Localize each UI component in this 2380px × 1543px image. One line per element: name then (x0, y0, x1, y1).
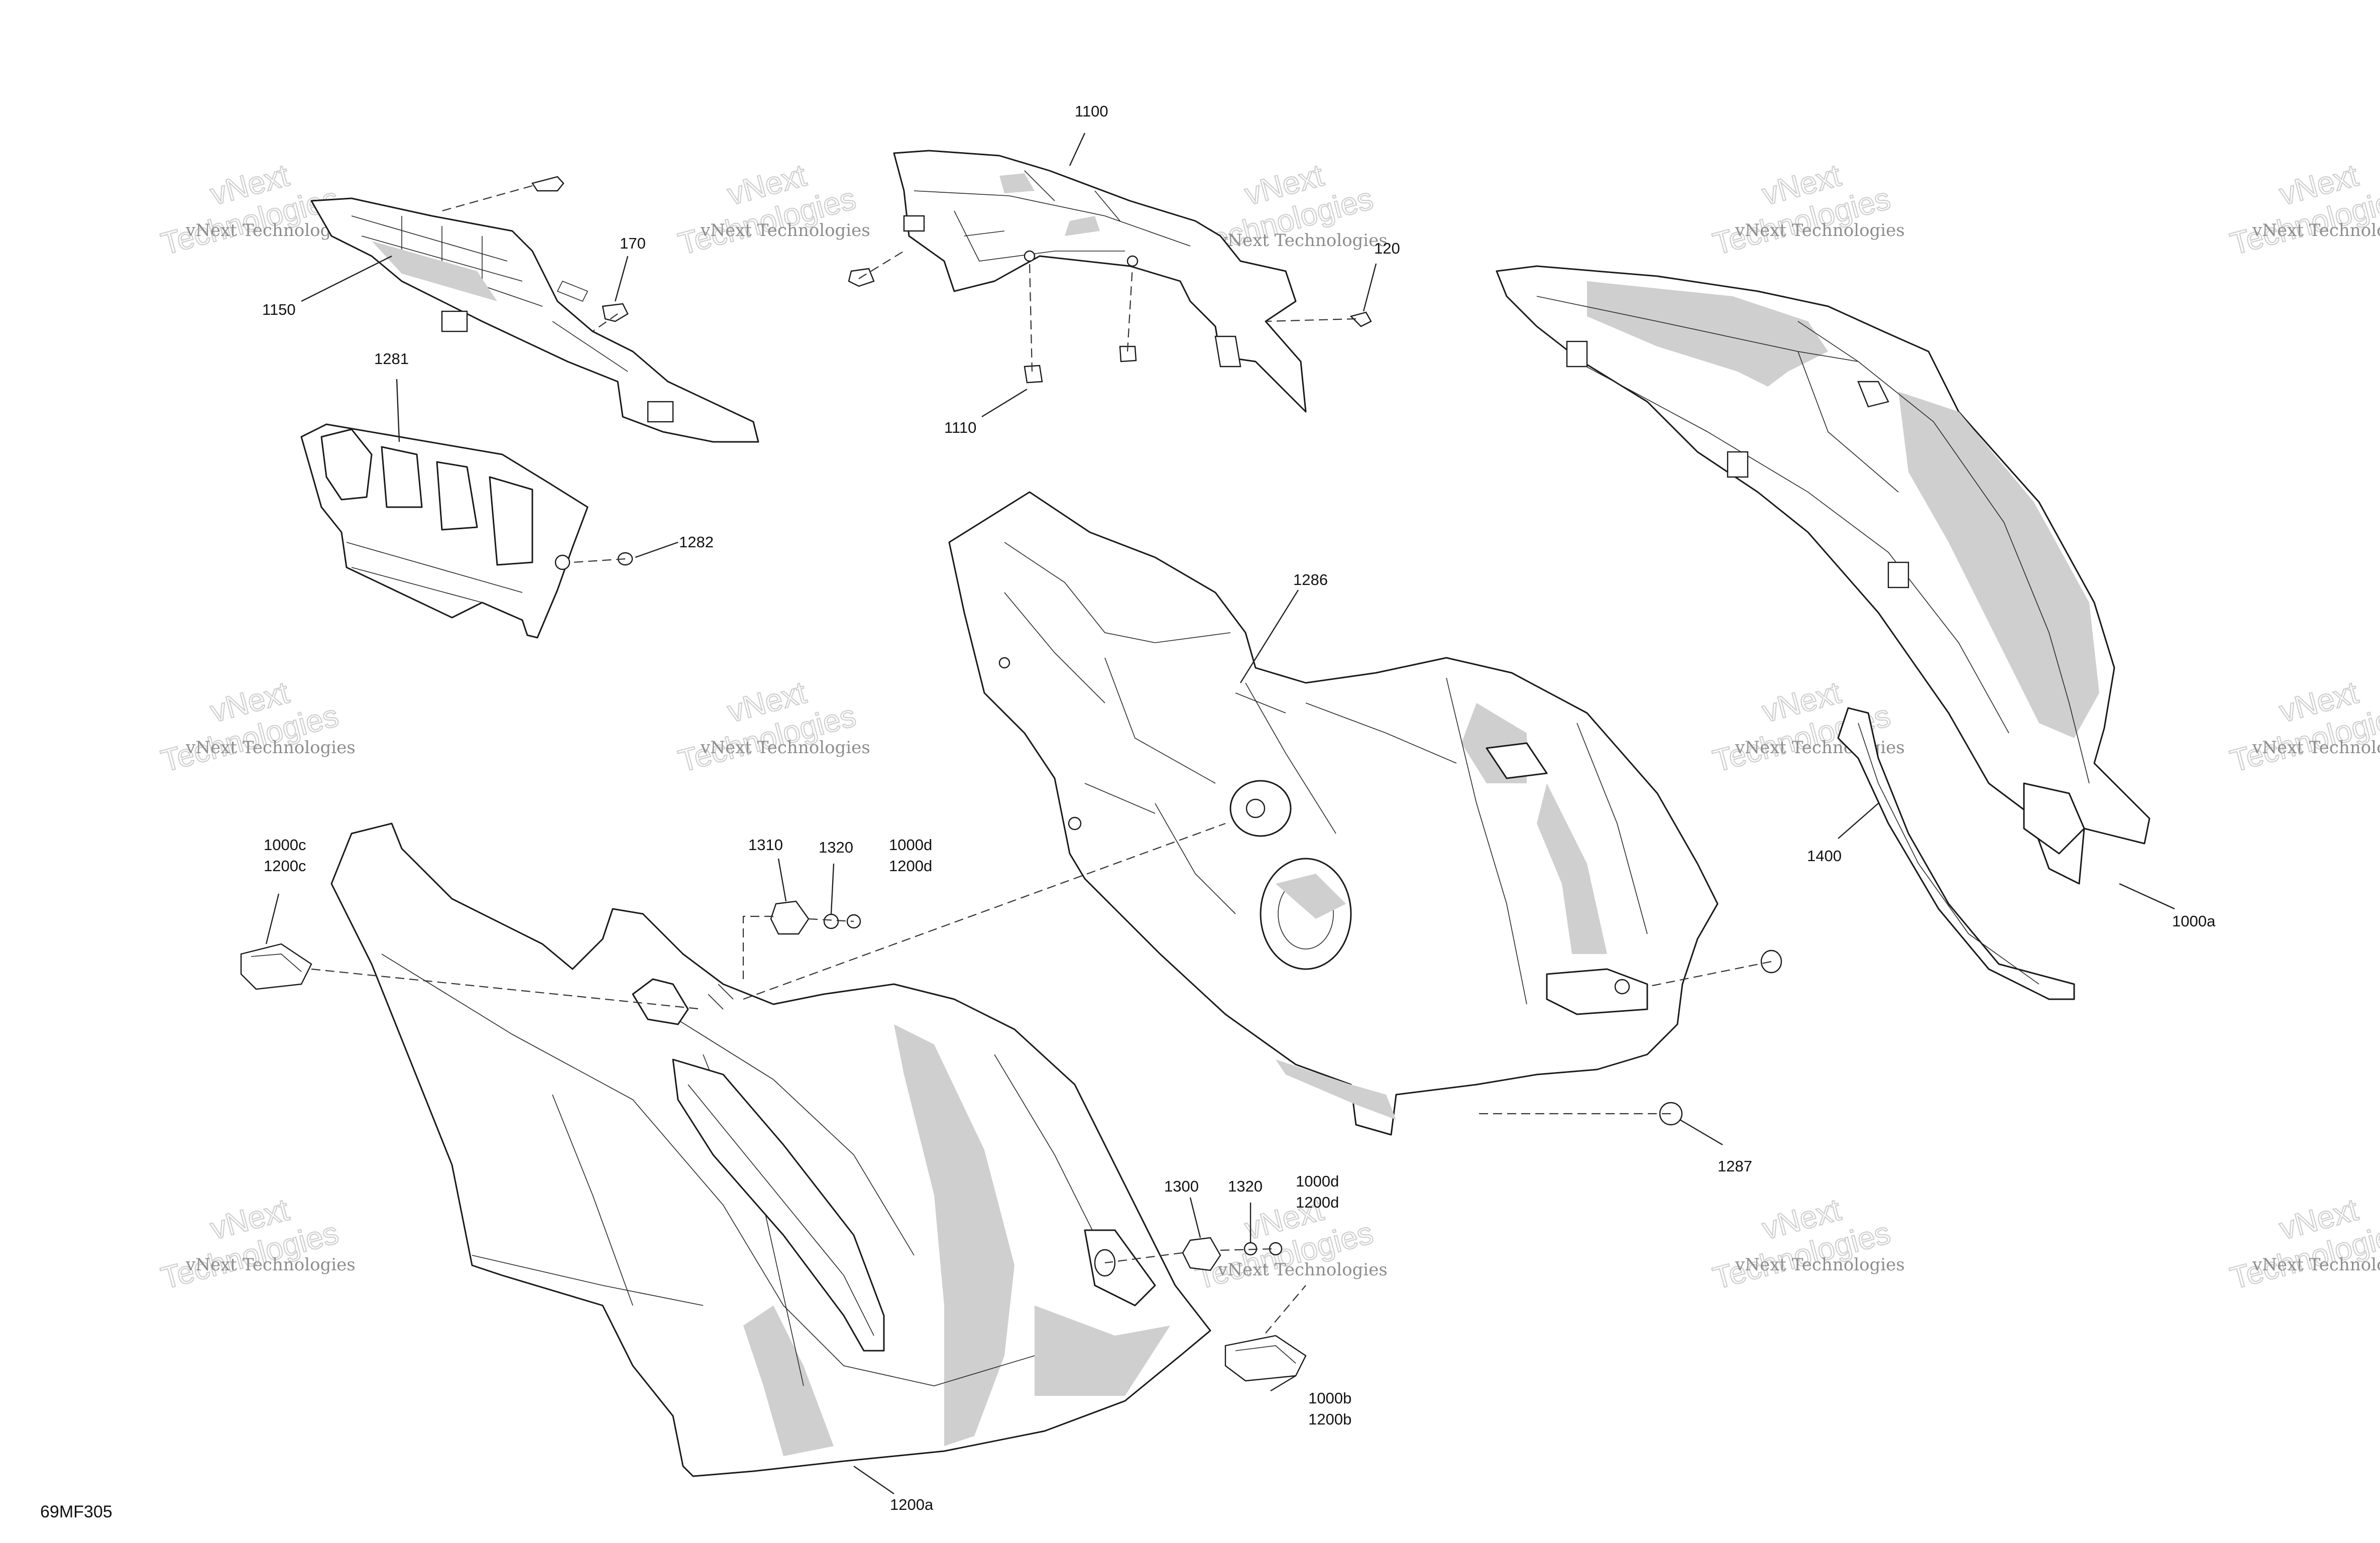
diagram-code: 69MF305 (40, 1502, 112, 1521)
watermark-text: vNext Technologies (185, 738, 356, 758)
screw-top (531, 176, 564, 192)
callout-1000d-bottom: 1000d (1296, 1172, 1339, 1190)
washer-1320a (823, 913, 839, 929)
watermark-text: vNext Technologies (1735, 1255, 1905, 1275)
watermark-text: vNext Technologies (1217, 230, 1388, 251)
watermark-tile: vNext Technologies (2226, 1192, 2380, 1297)
watermark-text: vNext Technologies (1735, 738, 1905, 758)
callout-1400: 1400 (1807, 847, 1842, 865)
callout-1000d-top: 1000d (889, 836, 932, 854)
socket-1310 (770, 900, 810, 935)
part-1400-trim-strip (1837, 707, 2075, 1000)
callout-1200c: 1200c (264, 857, 306, 875)
watermark-tile: vNext Technologies (1709, 158, 1895, 263)
callout-120: 120 (1374, 240, 1400, 257)
callout-170: 170 (620, 234, 646, 252)
callout-labels: 1100 170 120 1150 1110 1281 1282 1286 14… (40, 102, 2216, 1521)
watermark-tile: vNext Technologies (2226, 158, 2380, 263)
callout-1320-top: 1320 (819, 839, 853, 856)
washer-1320b (1243, 1242, 1258, 1256)
part-1286-center-panel (948, 491, 1719, 1136)
part-1200a-side-panel (330, 822, 1211, 1477)
callout-1320-bottom: 1320 (1228, 1177, 1263, 1195)
part-1281-vented-cover (300, 423, 589, 639)
callout-1282: 1282 (679, 533, 714, 551)
callout-1310: 1310 (748, 836, 783, 854)
watermark-tile: vNext Technologies (674, 158, 860, 263)
part-1000a-right-cover (1496, 265, 2150, 885)
part-1100-cover (893, 150, 1307, 413)
callout-1000a: 1000a (2172, 912, 2216, 930)
callout-1281: 1281 (374, 350, 409, 368)
screw-120 (1349, 311, 1372, 327)
watermark-text: vNext Technologies (700, 220, 870, 241)
watermark-text: vNext Technologies (1217, 1260, 1388, 1280)
callout-1000b: 1000b (1308, 1389, 1351, 1407)
callout-1150: 1150 (262, 301, 296, 318)
watermark-tile: vNext Technologies (2226, 675, 2380, 780)
lamp-1000b (1224, 1335, 1307, 1382)
watermark-text: vNext Technologies (2252, 738, 2380, 758)
watermark-tile: vNext Technologies (674, 675, 860, 780)
assembly-lines (311, 185, 1772, 1334)
screw-170 (602, 303, 629, 322)
screw-1110 (1024, 365, 1043, 384)
watermark-tile: vNext Technologies (1709, 1192, 1895, 1297)
watermark-tile: vNext Technologies (157, 1192, 343, 1297)
callout-1286: 1286 (1293, 571, 1328, 588)
callout-1300: 1300 (1164, 1177, 1199, 1195)
callout-1200b: 1200b (1308, 1410, 1351, 1428)
callout-1000c: 1000c (264, 836, 306, 854)
watermark-text: vNext Technologies (1735, 220, 1905, 241)
watermark-text: vNext Technologies (700, 738, 870, 758)
callout-1200d-top: 1200d (889, 857, 932, 875)
callout-1287: 1287 (1718, 1157, 1752, 1175)
watermark-text: vNext Technologies (2252, 220, 2380, 241)
callout-1110: 1110 (944, 419, 976, 436)
watermark-tile: vNext Technologies (157, 675, 343, 780)
callout-1100: 1100 (1075, 102, 1108, 120)
watermark-text: vNext Technologies (185, 1255, 356, 1275)
leader-lines (265, 133, 2175, 1494)
callout-1200a: 1200a (890, 1496, 934, 1513)
lamp-1000c (240, 943, 312, 990)
part-1150-bracket (310, 197, 759, 443)
screw-1110-b (1119, 345, 1137, 363)
watermark-text: vNext Technologies (2252, 1255, 2380, 1275)
callout-1200d-bottom: 1200d (1296, 1194, 1339, 1211)
